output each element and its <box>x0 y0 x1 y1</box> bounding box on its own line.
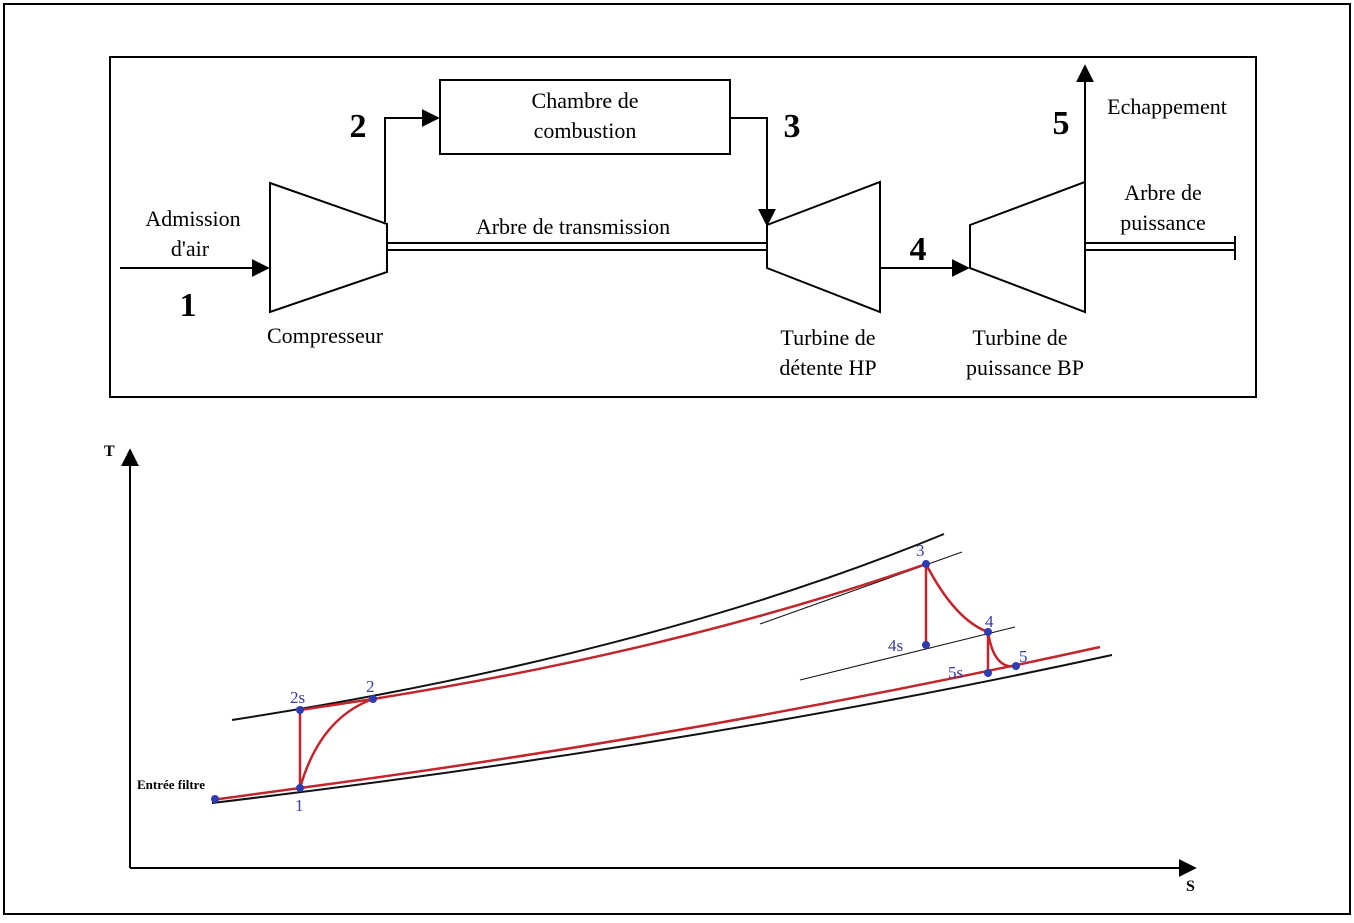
point-3 <box>922 560 930 568</box>
page-border <box>3 3 1351 915</box>
bp-turbine-label-2: puissance BP <box>966 355 1084 380</box>
admission-label-2: d'air <box>171 236 210 261</box>
bp-turbine-shape <box>969 180 1086 314</box>
isobar-p4-lower <box>799 626 1016 681</box>
point-2s-label: 2s <box>290 688 305 707</box>
state-number-4: 4 <box>910 231 927 268</box>
admission-label-1: Admission <box>145 206 240 231</box>
real-compression-1-2 <box>298 697 374 789</box>
point-5 <box>1012 662 1020 670</box>
combustion-chamber <box>439 79 731 155</box>
compressor-to-combustion-arrow <box>384 109 440 222</box>
point-1 <box>296 784 304 792</box>
state-number-3: 3 <box>784 108 801 145</box>
hp-turbine-shape <box>766 180 881 314</box>
gas-turbine-schematic: Chambre de combustion Admission d'air Ar… <box>109 56 1257 398</box>
cycle-path <box>211 562 1101 802</box>
heat-rejection-line <box>299 645 1101 790</box>
hp-turbine-label-2: détente HP <box>779 355 876 380</box>
power-shaft-label-2: puissance <box>1120 210 1206 235</box>
state-number-2: 2 <box>350 108 367 145</box>
point-3-label: 3 <box>916 541 925 560</box>
real-expansion-4-5 <box>986 631 1017 668</box>
point-4-label: 4 <box>985 612 994 631</box>
point-4 <box>984 628 992 636</box>
point-2s <box>296 706 304 714</box>
hp-turbine-label-1: Turbine de <box>780 325 875 350</box>
power-shaft-label-1: Arbre de <box>1124 180 1202 205</box>
point-4s <box>922 641 930 649</box>
bp-turbine-label-1: Turbine de <box>972 325 1067 350</box>
transmission-shaft-label: Arbre de transmission <box>476 214 670 239</box>
point-5s <box>984 669 992 677</box>
point-2-label: 2 <box>366 677 375 696</box>
filter-to-1-segment <box>211 786 301 802</box>
compressor-label: Compresseur <box>267 323 384 348</box>
real-expansion-3-4 <box>924 563 989 634</box>
schematic-frame <box>109 56 1257 398</box>
heat-addition-2-3 <box>299 562 927 712</box>
point-5s-label: 5s <box>948 663 963 682</box>
state-points <box>211 560 1020 803</box>
point-5-label: 5 <box>1019 647 1028 666</box>
filter-inlet-label: Entrée filtre <box>137 777 205 792</box>
point-1-label: 1 <box>295 796 304 815</box>
isobar-p4-upper <box>759 551 963 625</box>
exhaust-label: Echappement <box>1107 94 1227 119</box>
ts-diagram: T S <box>104 443 1197 895</box>
state-number-1: 1 <box>180 287 197 324</box>
t-axis-label: T <box>104 443 115 460</box>
point-filter <box>211 795 219 803</box>
compressor-shape <box>269 181 388 314</box>
combustion-to-hp-turbine-arrow <box>730 117 776 227</box>
point-4s-label: 4s <box>888 636 903 655</box>
high-pressure-isobar <box>231 533 945 721</box>
combustion-label-1: Chambre de <box>532 88 639 113</box>
point-2 <box>369 695 377 703</box>
state-number-5: 5 <box>1053 105 1070 142</box>
low-pressure-isobar <box>211 654 1113 804</box>
combustion-label-2: combustion <box>534 118 637 143</box>
s-axis-label: S <box>1186 878 1195 895</box>
